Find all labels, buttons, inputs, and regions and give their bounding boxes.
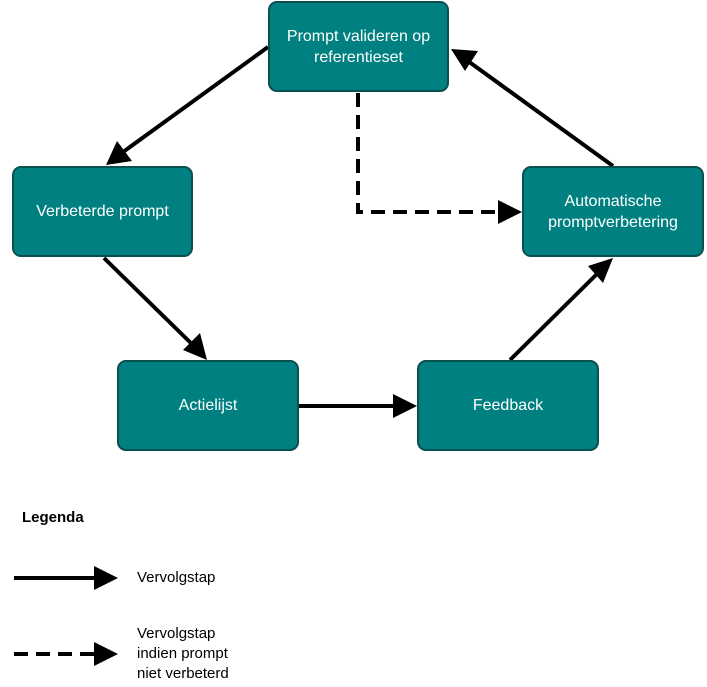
node-feedback-label: Feedback <box>472 397 544 414</box>
node-action-list-label: Actielijst <box>178 397 238 414</box>
arrow-validate-to-automatic-dashed <box>356 93 507 214</box>
legend-dashed-arrowhead <box>94 642 118 666</box>
node-validate: Prompt valideren op referentieset <box>268 1 449 92</box>
node-feedback: Feedback <box>417 360 599 451</box>
node-improved-prompt: Verbeterde prompt <box>12 166 193 257</box>
arrow-validate-to-improved <box>110 45 270 162</box>
arrow-automatic-to-validate <box>459 54 615 168</box>
arrowhead-improved-to-actions <box>183 333 207 360</box>
node-action-list: Actielijst <box>117 360 299 451</box>
arrow-improved-to-actions <box>102 256 200 352</box>
arrow-feedback-to-automatic <box>508 266 605 362</box>
arrowhead-automatic-to-validate <box>451 49 478 71</box>
arrowhead-validate-to-automatic-dashed <box>498 200 522 224</box>
node-improved-prompt-label: Verbeterde prompt <box>36 203 169 220</box>
legend-title: Legenda <box>22 509 84 526</box>
arrowhead-validate-to-improved <box>106 141 132 165</box>
legend-solid-arrowhead <box>94 566 118 590</box>
node-automatic-improvement: Automatische promptverbetering <box>522 166 704 257</box>
node-automatic-improvement-label: Automatische promptverbetering <box>548 192 678 231</box>
node-validate-label: Prompt valideren op referentieset <box>286 27 431 66</box>
legend-dashed-label: Vervolgstap indien prompt niet verbeterd <box>137 625 229 682</box>
arrowhead-feedback-to-automatic <box>588 258 613 283</box>
arrowhead-actions-to-feedback <box>393 394 417 418</box>
legend-solid-label: Vervolgstap <box>137 569 216 586</box>
